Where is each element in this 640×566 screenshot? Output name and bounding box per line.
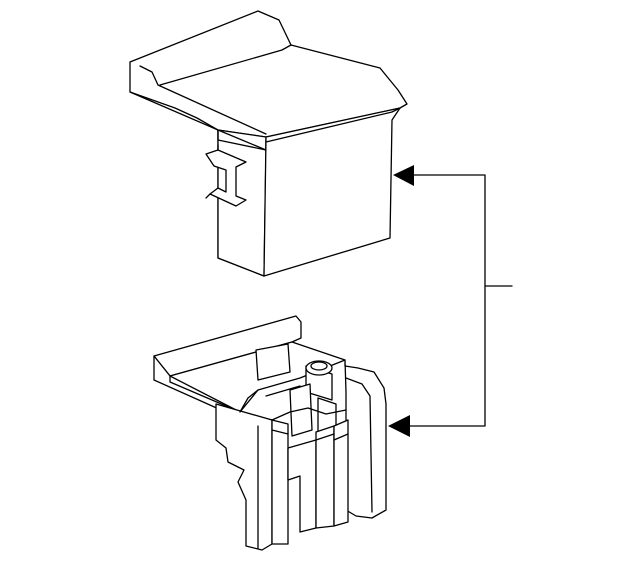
- lower-bracket-part: [153, 315, 387, 551]
- cover-top-groove: [139, 65, 267, 135]
- bracket-leg-a: [271, 419, 289, 545]
- bracket-pin-inner: [310, 361, 328, 371]
- callout-leaders: [388, 165, 513, 437]
- cover-right-face: [263, 107, 401, 277]
- leader-bracket-line: [409, 174, 486, 427]
- cover-latch-detail: [205, 144, 219, 199]
- cover-front-strip: [217, 129, 267, 151]
- bracket-leg-b: [287, 439, 317, 533]
- bracket-front-face: [215, 403, 273, 551]
- arrow-lower-icon: [388, 415, 410, 437]
- cover-latch-clip: [205, 149, 247, 207]
- bracket-leg-d: [333, 419, 349, 527]
- bracket-inner-edges: [239, 385, 347, 421]
- bracket-right-inner: [345, 377, 373, 513]
- cover-top-face: [129, 10, 408, 138]
- upper-cover-part: [129, 10, 408, 277]
- bracket-leg-lines: [257, 425, 349, 549]
- bracket-rib-left: [255, 343, 291, 381]
- cover-top-edge: [159, 44, 292, 86]
- bracket-pin-top: [305, 360, 333, 376]
- bracket-right-wall: [344, 359, 387, 519]
- bracket-leg-c: [315, 425, 335, 529]
- arrow-upper-icon: [393, 165, 414, 186]
- cover-right-step: [265, 107, 401, 143]
